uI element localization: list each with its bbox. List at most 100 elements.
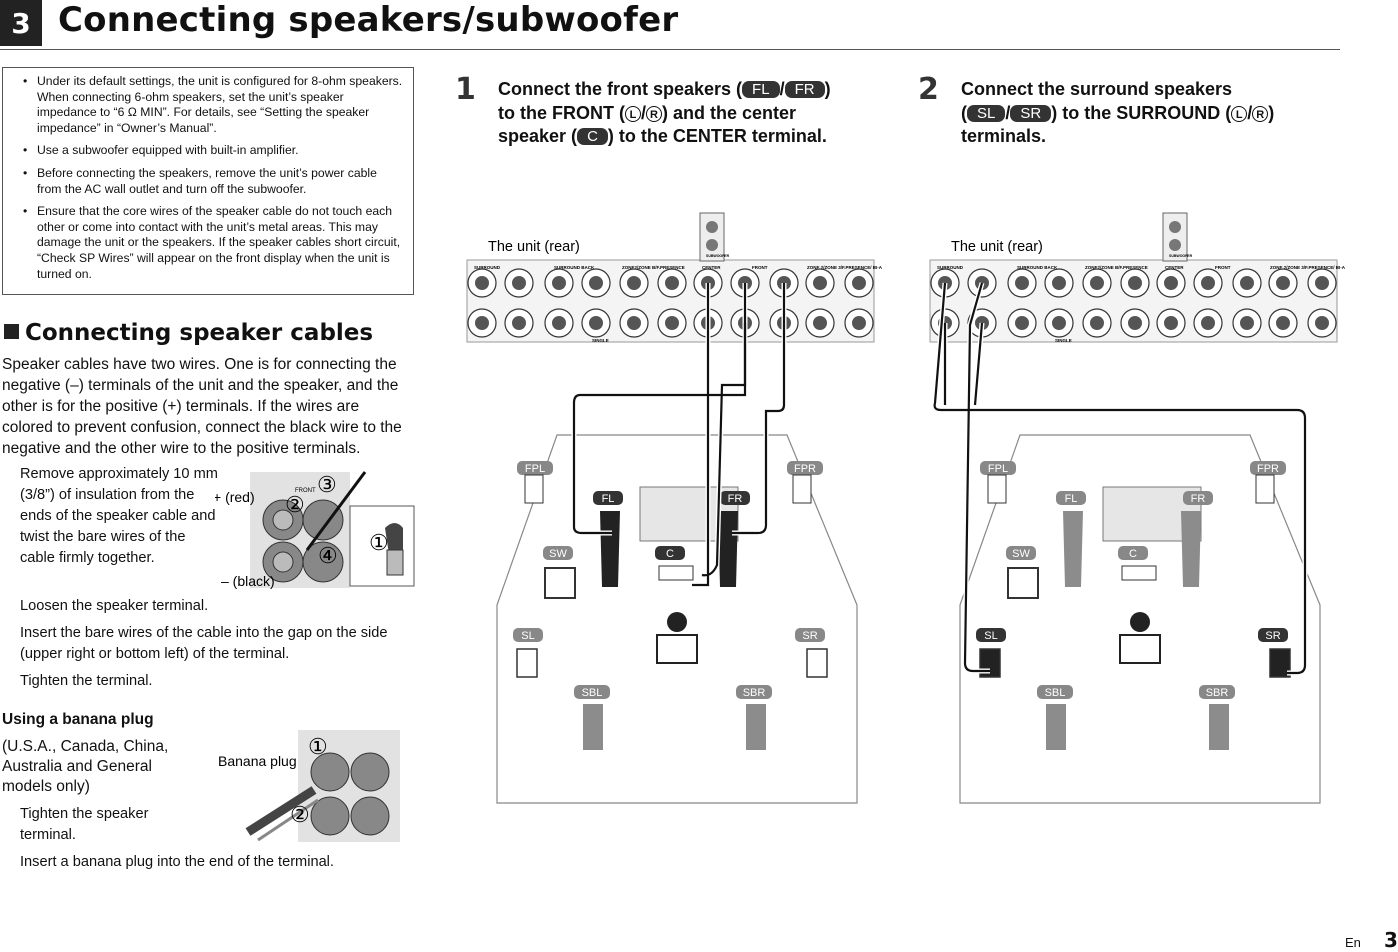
listener-head (1130, 612, 1150, 632)
speaker-terminal-core (1315, 316, 1329, 330)
speaker-label-fpr: FPR (1257, 463, 1279, 475)
speaker-terminal-core (1015, 276, 1029, 290)
speaker-cable (701, 323, 747, 577)
speaker-terminal-core (1128, 276, 1142, 290)
speaker-cable (732, 283, 786, 535)
speaker-pill-sr (795, 628, 825, 642)
panel-label: SUBWOOFER (1169, 254, 1193, 258)
speaker-terminal-core (475, 276, 489, 290)
speaker-label-sw: SW (549, 548, 567, 560)
panel-label: SINGLE (592, 338, 609, 343)
tower-speaker-fr (1181, 511, 1201, 587)
speaker-terminal-core (627, 276, 641, 290)
presence-speaker-fpr (792, 474, 812, 504)
note-item: Before connecting the speakers, remove t… (23, 166, 403, 197)
step2-number: 2 (918, 72, 939, 107)
speaker-label-sr: SR (802, 630, 817, 642)
speaker-terminal-core (665, 316, 679, 330)
subwoofer-box (544, 567, 576, 599)
unit-rear-label: The unit (rear) (488, 239, 580, 255)
speaker-pill-sl (513, 628, 543, 642)
right-circle-icon: R (1252, 105, 1269, 122)
speaker-label-fl: FL (1065, 493, 1078, 505)
speaker-pill-fl (593, 491, 623, 505)
speaker-terminal-core (1276, 316, 1290, 330)
panel-label: FRONT (752, 265, 768, 270)
figure-number-4: ④ (318, 543, 338, 568)
speaker-label-c: C (1129, 548, 1137, 560)
speaker-label-sw: SW (1012, 548, 1030, 560)
terminal-label: FRONT (295, 488, 316, 494)
panel-label: ZONE 2/ZONE 3/F.PRESENCE/ BI-AMP (807, 265, 882, 270)
speaker-terminal-core (1015, 316, 1029, 330)
speaker-pill-fpr (1250, 461, 1286, 475)
speaker-pill-sw (1006, 546, 1036, 560)
speaker-terminal-core (1201, 276, 1215, 290)
center-speaker (1121, 565, 1157, 581)
speaker-terminal-core (1201, 316, 1215, 330)
back-speaker-sbr (746, 704, 766, 750)
minus-black-label: – (black) (221, 573, 275, 589)
terminal-illustration: FRONT + (red) – (black) ③ ② ④ ① (215, 471, 415, 589)
speaker-label-fpl: FPL (525, 463, 545, 475)
unit-rear-label: The unit (rear) (951, 239, 1043, 255)
presence-speaker-fpl (987, 474, 1007, 504)
speaker-label-sr: SR (1265, 630, 1280, 642)
cables-heading: Connecting speaker cables (4, 320, 373, 346)
panel-label: SURROUND BACK (554, 265, 595, 270)
speaker-label-sl: SL (984, 630, 997, 642)
speaker-pill-fr (1183, 491, 1213, 505)
pill-fr: FR (784, 81, 825, 98)
speaker-terminal-core (589, 276, 603, 290)
right-circle-icon: R (646, 105, 662, 122)
subwoofer-box (1007, 567, 1039, 599)
speaker-pill-sbl (574, 685, 610, 699)
speaker-terminal-core (1128, 316, 1142, 330)
subwoofer-jack (706, 239, 718, 251)
speaker-terminal-core (1052, 316, 1066, 330)
presence-speaker-fpr (1255, 474, 1275, 504)
speaker-cable (692, 283, 710, 587)
speaker-terminal-core (1276, 276, 1290, 290)
back-speaker-sbl (1046, 704, 1066, 750)
speaker-pill-c (655, 546, 685, 560)
speaker-pill-sbr (736, 685, 772, 699)
subwoofer-jack (1169, 239, 1181, 251)
speaker-cable (973, 322, 984, 406)
cables-intro: Speaker cables have two wires. One is fo… (2, 356, 402, 457)
speaker-label-fl: FL (602, 493, 615, 505)
cable-step-4: ④Tighten the terminal. (20, 673, 153, 689)
listener-head (667, 612, 687, 632)
speaker-label-c: C (666, 548, 674, 560)
speaker-pill-sbr (1199, 685, 1235, 699)
speaker-terminal-core (1315, 276, 1329, 290)
speaker-pill-sr (1258, 628, 1288, 642)
speaker-terminal-core (813, 276, 827, 290)
banana-plug-label: Banana plug (218, 753, 297, 769)
plus-red-label: + (red) (215, 489, 255, 505)
cable-step-3: ③Insert the bare wires of the cable into… (20, 625, 388, 662)
banana-figure-number-1: ① (308, 734, 328, 759)
banana-step-2: ②Insert a banana plug into the end of th… (20, 854, 334, 870)
panel-label: FRONT (1215, 265, 1231, 270)
step1-number: 1 (455, 72, 476, 107)
listening-room (496, 434, 858, 804)
speaker-terminal-core (512, 276, 526, 290)
banana-step-1: ①Tighten the speaker terminal. (20, 806, 149, 843)
speaker-terminal-core (665, 276, 679, 290)
speaker-terminal-core (1164, 316, 1178, 330)
speaker-label-sbl: SBL (1045, 687, 1066, 699)
step1-heading: Connect the front speakers (FL/FR) to th… (498, 79, 831, 146)
page-number: 3 (1384, 928, 1398, 952)
note-item: Ensure that the core wires of the speake… (23, 204, 403, 282)
speaker-terminal-core (1052, 276, 1066, 290)
listening-room (959, 434, 1321, 804)
section-number: 3 (0, 0, 42, 46)
speaker-label-fr: FR (728, 493, 743, 505)
speaker-terminal-core (1240, 276, 1254, 290)
cable-step-2: ②Loosen the speaker terminal. (20, 598, 209, 614)
speaker-terminal-core (552, 276, 566, 290)
speaker-terminal-core (813, 316, 827, 330)
tower-speaker-fr (718, 511, 738, 587)
